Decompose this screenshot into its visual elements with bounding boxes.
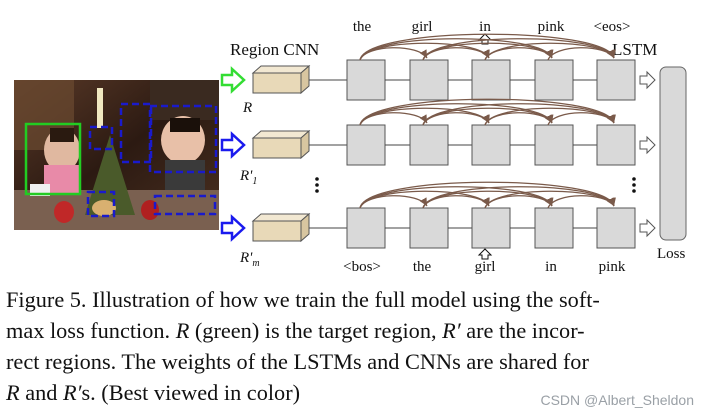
bottom-word: <bos> <box>343 259 381 275</box>
recurrent-arrow <box>422 47 490 61</box>
bottom-word: pink <box>599 259 626 275</box>
region-rm-sub: m <box>252 258 259 269</box>
caption-line-3: rect regions. The weights of the LSTMs a… <box>6 349 589 374</box>
cnn-box-top <box>251 130 311 139</box>
lstm-cell <box>409 124 449 166</box>
cnn-box <box>252 72 302 94</box>
input-photo <box>14 80 219 230</box>
green-target-box <box>24 122 82 196</box>
lstm-cell <box>596 59 636 101</box>
cnn-box <box>252 220 302 242</box>
caption-text: s. (Best viewed in color) <box>81 380 301 405</box>
caption-line-4: R and R′s. (Best viewed in color) <box>6 377 700 408</box>
top-word: girl <box>412 19 433 35</box>
top-word: pink <box>538 19 565 35</box>
recurrent-arrow <box>547 47 615 61</box>
caption-math-rprime: R′ <box>62 380 82 405</box>
lstm-cell <box>471 59 511 101</box>
top-word: in <box>479 19 491 35</box>
bottom-word: the <box>413 259 432 275</box>
lstm-cell <box>346 59 386 101</box>
caption-line-2: max loss function. R (green) is the targ… <box>6 315 700 346</box>
figure-caption: Figure 5. Illustration of how we train t… <box>6 284 700 408</box>
lstm-cell <box>409 59 449 101</box>
output-arrow-icon <box>639 135 656 155</box>
output-arrow-icon <box>639 70 656 90</box>
region-cnn-label: Region CNN <box>230 40 319 59</box>
bottom-word: in <box>545 259 557 275</box>
recurrent-arrow <box>422 112 490 126</box>
caption-text: are the incor- <box>460 318 585 343</box>
caption-math-r: R <box>175 318 190 343</box>
region-r-label: R <box>242 100 252 116</box>
watermark: CSDN @Albert_Sheldon <box>540 392 694 408</box>
recurrent-arrow <box>359 186 554 209</box>
target-marker-bottom-icon <box>477 248 493 260</box>
region-rm-base: R' <box>239 250 253 266</box>
region-r1-label: R'1 <box>239 168 257 187</box>
lstm-cell <box>534 59 574 101</box>
top-word: <eos> <box>594 19 631 35</box>
recurrent-arrow <box>422 38 616 61</box>
lstm-cell <box>534 124 574 166</box>
recurrent-arrow <box>359 38 554 61</box>
lstm-label: LSTM <box>612 40 657 59</box>
region-r1-sub: 1 <box>252 176 257 187</box>
blue-region-box <box>153 194 217 216</box>
loss-box <box>659 66 687 241</box>
cnn-box-top <box>251 65 311 74</box>
recurrent-arrow <box>547 112 615 126</box>
recurrent-arrow <box>547 195 615 209</box>
lstm-cell <box>596 124 636 166</box>
caption-text: max loss function. <box>6 318 176 343</box>
recurrent-arrow <box>422 103 616 126</box>
caption-math-r: R <box>6 380 20 405</box>
input-arrow-icon <box>220 214 246 242</box>
input-arrow-icon <box>220 131 246 159</box>
output-arrow-icon <box>639 218 656 238</box>
loss-label: Loss <box>657 246 686 262</box>
lstm-cell <box>409 207 449 249</box>
cnn-box <box>252 137 302 159</box>
lstm-cell <box>346 124 386 166</box>
blue-region-box <box>86 190 116 218</box>
caption-math-rprime: R′ <box>442 318 461 343</box>
figure-diagram: Region CNN LSTM Loss the girl in pink <e… <box>14 19 687 275</box>
lstm-cell <box>471 124 511 166</box>
lstm-cell <box>471 207 511 249</box>
lstm-cell <box>596 207 636 249</box>
cnn-box-top <box>251 213 311 222</box>
top-word: the <box>353 19 372 35</box>
caption-text: and <box>19 380 63 405</box>
blue-region-box <box>88 125 114 151</box>
recurrent-arrow <box>422 186 616 209</box>
region-rm-label: R'm <box>239 250 260 269</box>
region-r1-base: R' <box>239 168 253 184</box>
recurrent-arrow <box>422 195 490 209</box>
blue-region-box <box>148 104 218 174</box>
lstm-cell <box>346 207 386 249</box>
recurrent-arrow <box>359 103 554 126</box>
ellipsis-dots-icon <box>315 177 636 193</box>
lstm-cell <box>534 207 574 249</box>
input-arrow-icon <box>220 66 246 94</box>
caption-text: (green) is the target region, <box>189 318 443 343</box>
bottom-word: girl <box>475 259 496 275</box>
caption-line-1: Figure 5. Illustration of how we train t… <box>6 287 600 312</box>
